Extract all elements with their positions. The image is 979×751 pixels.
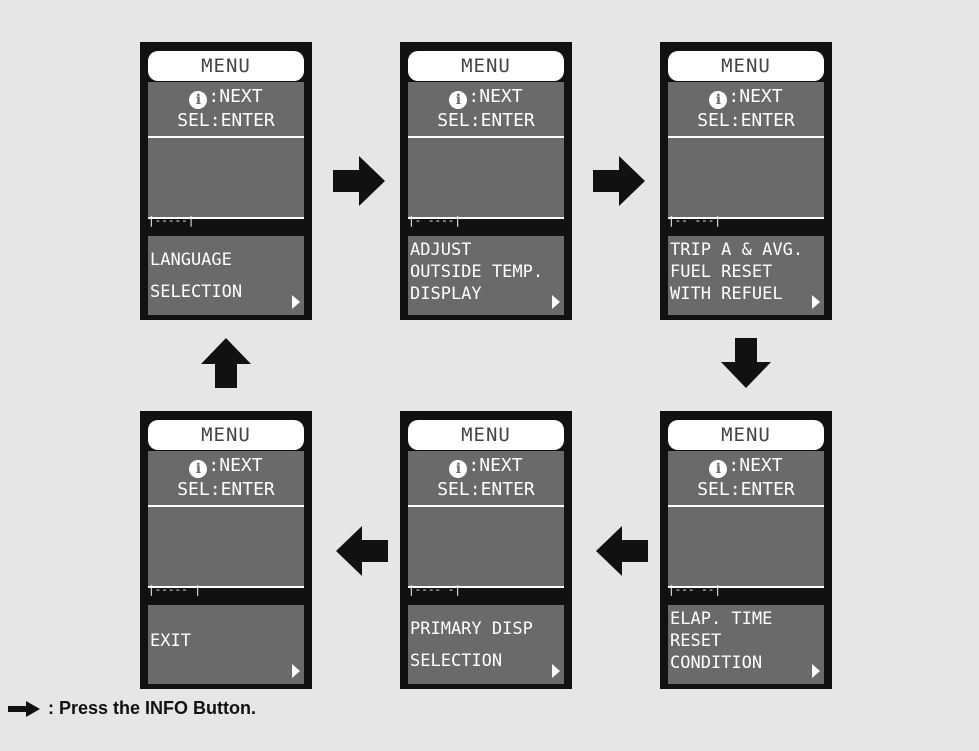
position-indicator: |----- | xyxy=(148,583,201,596)
divider xyxy=(668,586,824,588)
menu-title: MENU xyxy=(148,51,304,81)
item-line: SELECTION xyxy=(410,651,503,671)
next-label: :NEXT xyxy=(208,455,263,476)
position-indicator: |--- --| xyxy=(668,583,721,596)
arrow-up-icon xyxy=(201,338,251,388)
screen-language-selection: MENU i:NEXT SEL:ENTER |-----| LANGUAGE S… xyxy=(140,42,312,320)
next-label: :NEXT xyxy=(728,86,783,107)
menu-title: MENU xyxy=(668,51,824,81)
next-label: :NEXT xyxy=(728,455,783,476)
upper-panel: i:NEXT SEL:ENTER |----- | xyxy=(148,451,304,627)
play-icon xyxy=(552,295,560,309)
divider xyxy=(668,136,824,138)
play-icon xyxy=(552,664,560,678)
item-line: DISPLAY xyxy=(410,284,482,304)
menu-title: MENU xyxy=(408,51,564,81)
lower-panel: TRIP A & AVG. FUEL RESET WITH REFUEL xyxy=(668,237,824,315)
sel-enter-label: SEL:ENTER xyxy=(437,110,535,131)
divider xyxy=(408,586,564,588)
next-label: :NEXT xyxy=(208,86,263,107)
legend-text: : Press the INFO Button. xyxy=(48,698,257,718)
upper-panel: i:NEXT SEL:ENTER |-- ---| xyxy=(668,82,824,258)
divider xyxy=(408,136,564,138)
menu-title: MENU xyxy=(148,420,304,450)
item-line: FUEL RESET xyxy=(670,262,773,282)
divider xyxy=(408,217,564,219)
item-line: CONDITION xyxy=(670,653,763,673)
divider xyxy=(148,136,304,138)
info-icon: i xyxy=(449,460,468,478)
screen-adjust-outside-temp: MENU i:NEXT SEL:ENTER |- ----| ADJUST OU… xyxy=(400,42,572,320)
screen-elap-time-reset: MENU i:NEXT SEL:ENTER |--- --| ELAP. TIM… xyxy=(660,411,832,689)
item-line: LANGUAGE xyxy=(150,250,232,270)
info-icon: i xyxy=(709,91,728,109)
position-indicator: |-- ---| xyxy=(668,214,721,227)
sel-enter-label: SEL:ENTER xyxy=(697,110,795,131)
next-label: :NEXT xyxy=(468,455,523,476)
item-line: TRIP A & AVG. xyxy=(670,240,804,260)
item-line: ELAP. TIME xyxy=(670,609,773,629)
upper-panel: i:NEXT SEL:ENTER |-----| xyxy=(148,82,304,258)
screen-trip-a-fuel-reset: MENU i:NEXT SEL:ENTER |-- ---| TRIP A & … xyxy=(660,42,832,320)
lower-panel: LANGUAGE SELECTION xyxy=(148,237,304,315)
arrow-right-icon xyxy=(8,699,40,723)
screen-primary-disp-selection: MENU i:NEXT SEL:ENTER |---- -| PRIMARY D… xyxy=(400,411,572,689)
upper-panel: i:NEXT SEL:ENTER |- ----| xyxy=(408,82,564,258)
item-line: WITH REFUEL xyxy=(670,284,783,304)
arrow-left-icon xyxy=(596,526,648,576)
info-icon: i xyxy=(709,460,728,478)
item-line: ADJUST xyxy=(410,240,472,260)
lower-panel: ELAP. TIME RESET CONDITION xyxy=(668,606,824,684)
divider xyxy=(408,505,564,507)
divider xyxy=(668,505,824,507)
arrow-left-icon xyxy=(336,526,388,576)
item-line: EXIT xyxy=(150,631,191,651)
next-label: :NEXT xyxy=(468,86,523,107)
item-line: OUTSIDE TEMP. xyxy=(410,262,544,282)
lower-panel: EXIT xyxy=(148,606,304,684)
sel-enter-label: SEL:ENTER xyxy=(437,479,535,500)
sel-enter-label: SEL:ENTER xyxy=(177,110,275,131)
lower-panel: ADJUST OUTSIDE TEMP. DISPLAY xyxy=(408,237,564,315)
play-icon xyxy=(292,664,300,678)
position-indicator: |- ----| xyxy=(408,214,461,227)
divider xyxy=(148,505,304,507)
play-icon xyxy=(812,664,820,678)
play-icon xyxy=(292,295,300,309)
sel-enter-label: SEL:ENTER xyxy=(697,479,795,500)
item-line: RESET xyxy=(670,631,722,651)
divider xyxy=(148,217,304,219)
info-icon: i xyxy=(449,91,468,109)
menu-title: MENU xyxy=(408,420,564,450)
lower-panel: PRIMARY DISP SELECTION xyxy=(408,606,564,684)
legend: : Press the INFO Button. xyxy=(8,696,256,720)
divider xyxy=(668,217,824,219)
arrow-right-icon xyxy=(333,156,385,206)
play-icon xyxy=(812,295,820,309)
menu-title: MENU xyxy=(668,420,824,450)
screen-exit: MENU i:NEXT SEL:ENTER |----- | EXIT xyxy=(140,411,312,689)
item-line: PRIMARY DISP xyxy=(410,619,533,639)
item-line: SELECTION xyxy=(150,282,243,302)
arrow-right-icon xyxy=(593,156,645,206)
info-icon: i xyxy=(189,91,208,109)
info-icon: i xyxy=(189,460,208,478)
upper-panel: i:NEXT SEL:ENTER |---- -| xyxy=(408,451,564,627)
position-indicator: |---- -| xyxy=(408,583,461,596)
arrow-down-icon xyxy=(721,338,771,388)
divider xyxy=(148,586,304,588)
sel-enter-label: SEL:ENTER xyxy=(177,479,275,500)
upper-panel: i:NEXT SEL:ENTER |--- --| xyxy=(668,451,824,627)
position-indicator: |-----| xyxy=(148,214,195,227)
